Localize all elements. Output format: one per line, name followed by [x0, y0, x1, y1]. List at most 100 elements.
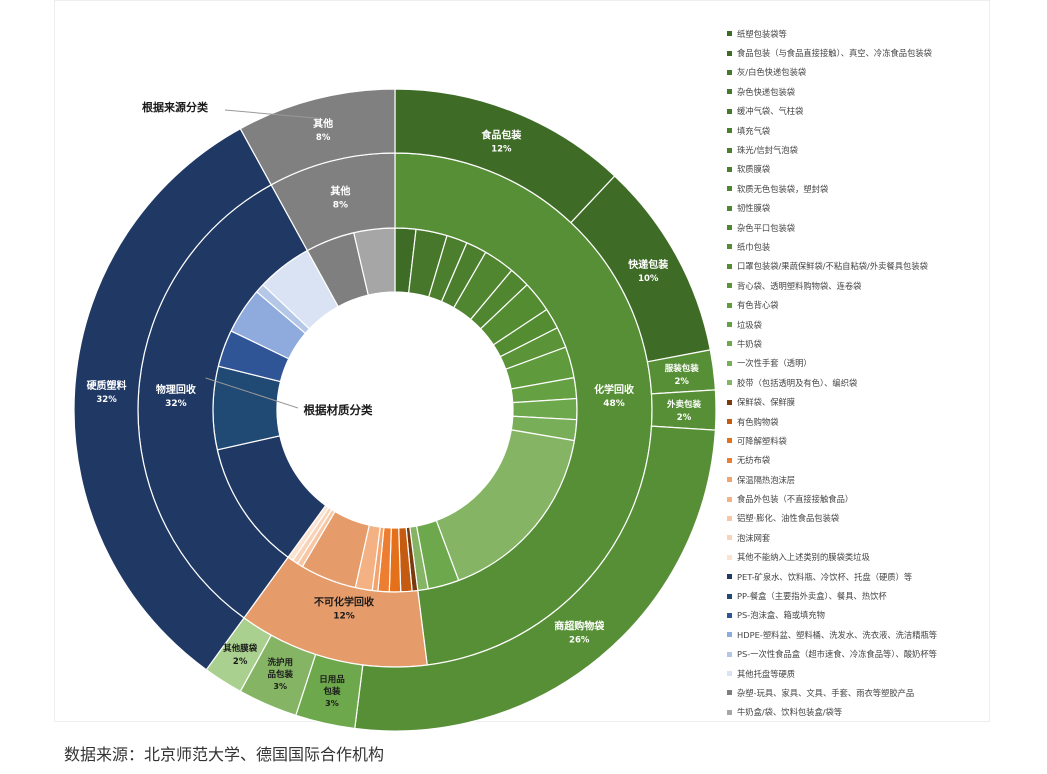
legend-item: 垃圾袋 — [727, 315, 1027, 334]
legend-label: 食品包装（与食品直接接触）、真空、冷冻食品包装袋 — [737, 48, 932, 59]
legend-swatch — [727, 89, 732, 95]
legend-swatch — [727, 31, 732, 37]
legend-item: 纸巾包装 — [727, 237, 1027, 256]
source-segment — [650, 389, 717, 431]
legend-swatch — [727, 477, 732, 483]
legend-item: 其他不能纳入上述类别的膜袋类垃圾 — [727, 548, 1027, 567]
legend-item: PS-泡沫盒、箱或填充物 — [727, 606, 1027, 625]
legend-item: 缓冲气袋、气柱袋 — [727, 102, 1027, 121]
legend-label: 泡沫网套 — [737, 532, 771, 543]
material-value-label: 12% — [333, 612, 355, 622]
legend-label: 垃圾袋 — [737, 319, 762, 330]
data-source-caption: 数据来源：北京师范大学、德国国际合作机构 — [64, 745, 385, 764]
legend-label: 填充气袋 — [737, 125, 771, 136]
legend-swatch — [727, 399, 732, 405]
legend-swatch — [727, 380, 732, 386]
inner-title-leader — [205, 377, 299, 409]
legend-swatch — [727, 360, 732, 366]
legend-label: HDPE-塑料盆、塑料桶、洗发水、洗衣液、洗洁精瓶等 — [737, 629, 938, 640]
legend-swatch — [727, 651, 732, 657]
source-label: 外卖包装 — [666, 399, 702, 410]
legend-label: 韧性膜袋 — [737, 203, 771, 214]
legend-item: 食品包装（与食品直接接触）、真空、冷冻食品包装袋 — [727, 43, 1027, 62]
source-value-label: 8% — [316, 133, 331, 143]
legend-label: 软质膜袋 — [737, 164, 771, 175]
source-value-label: 2% — [677, 413, 692, 423]
inner-ring-title: 根据材质分类 — [304, 403, 373, 417]
legend-swatch — [727, 419, 732, 424]
legend-label: PP-餐盒（主要指外卖盒）、餐具、热饮杯 — [737, 591, 887, 602]
legend-swatch — [727, 612, 732, 618]
legend-item: 牛奶盒/袋、饮料包装盒/袋等 — [727, 703, 1027, 722]
outer-ring-title: 根据来源分类 — [142, 100, 209, 114]
legend-item: 填充气袋 — [727, 121, 1027, 140]
legend-swatch — [727, 205, 732, 211]
legend-item: 胶带（包括透明及有色）、编织袋 — [727, 373, 1027, 392]
legend-swatch — [727, 457, 732, 463]
legend-label: PS-一次性食品盒（超市速食、冷冻食品等）、酸奶杯等 — [737, 649, 937, 660]
legend-label: 食品外包装（不直接接触食品） — [737, 494, 854, 505]
legend-item: 有色购物袋 — [727, 412, 1027, 431]
legend-label: 牛奶袋 — [737, 338, 762, 349]
material-value-label: 48% — [603, 399, 625, 409]
source-label: 其他 — [313, 117, 333, 130]
source-label: 其他膜袋 — [223, 643, 258, 654]
legend-label: 背心袋、透明塑料购物袋、连卷袋 — [737, 280, 862, 291]
source-value-label: 3% — [325, 699, 339, 708]
legend-item: HDPE-塑料盆、塑料桶、洗发水、洗衣液、洗洁精瓶等 — [727, 625, 1027, 644]
legend-label: 珠光/信封气泡袋 — [737, 145, 798, 156]
legend-swatch — [727, 671, 732, 677]
legend-label: 一次性手套（透明） — [737, 358, 812, 369]
legend-swatch — [727, 438, 732, 444]
legend-swatch — [727, 302, 732, 308]
source-segment — [239, 88, 396, 186]
legend-swatch — [727, 535, 732, 541]
legend-item: 软质膜袋 — [727, 160, 1027, 179]
legend-item: PP-餐盒（主要指外卖盒）、餐具、热饮杯 — [727, 586, 1027, 605]
legend-label: 有色购物袋 — [737, 416, 779, 427]
source-label: 包装 — [323, 686, 341, 697]
legend-label: 铝塑·膨化、油性食品包装袋 — [737, 513, 840, 524]
legend-label: 牛奶盒/袋、饮料包装盒/袋等 — [737, 707, 843, 718]
legend-item: 软质无色包装袋，塑封袋 — [727, 179, 1027, 198]
legend-item: 杂色平口包装袋 — [727, 218, 1027, 237]
material-value-label: 8% — [333, 200, 348, 210]
material-label: 物理回收 — [156, 383, 196, 396]
source-label: 商超购物袋 — [554, 620, 605, 633]
legend-item: 无纺布袋 — [727, 451, 1027, 470]
legend-swatch — [727, 496, 732, 502]
legend-label: 胶带（包括透明及有色）、编织袋 — [737, 377, 858, 388]
source-label: 硬质塑料 — [87, 379, 127, 392]
source-value-label: 12% — [491, 144, 512, 154]
source-value-label: 26% — [569, 636, 590, 646]
source-label: 食品包装 — [480, 128, 521, 141]
source-value-label: 32% — [96, 395, 117, 405]
legend-swatch — [727, 515, 732, 521]
legend-label: 杂色平口包装袋 — [737, 222, 796, 233]
legend-swatch — [727, 690, 732, 696]
material-value-label: 32% — [165, 399, 187, 409]
legend-swatch — [727, 322, 732, 328]
legend-item: 保温隔热泡沫层 — [727, 470, 1027, 489]
source-label: 快递包装 — [627, 258, 668, 271]
legend-label: 灰/白色快递包装袋 — [737, 67, 807, 78]
legend-label: PS-泡沫盒、箱或填充物 — [737, 610, 825, 621]
legend-swatch — [727, 108, 732, 114]
legend-item: 食品外包装（不直接接触食品） — [727, 489, 1027, 508]
legend-swatch — [727, 632, 732, 638]
legend-label: 可降解塑料袋 — [737, 435, 787, 446]
legend-swatch — [727, 147, 732, 153]
legend-item: 有色背心袋 — [727, 295, 1027, 314]
legend-item: 韧性膜袋 — [727, 199, 1027, 218]
legend-item: 一次性手套（透明） — [727, 354, 1027, 373]
legend-item: 保鲜袋、保鲜膜 — [727, 392, 1027, 411]
legend-item: 灰/白色快递包装袋 — [727, 63, 1027, 82]
legend-item: 可降解塑料袋 — [727, 431, 1027, 450]
source-segment — [73, 127, 273, 671]
legend-item: 杂色快递包装袋 — [727, 82, 1027, 101]
legend-swatch — [727, 166, 732, 172]
legend-item: 珠光/信封气泡袋 — [727, 140, 1027, 159]
legend-item: PS-一次性食品盒（超市速食、冷冻食品等）、酸奶杯等 — [727, 645, 1027, 664]
legend-swatch — [727, 574, 732, 580]
source-value-label: 3% — [273, 682, 287, 691]
